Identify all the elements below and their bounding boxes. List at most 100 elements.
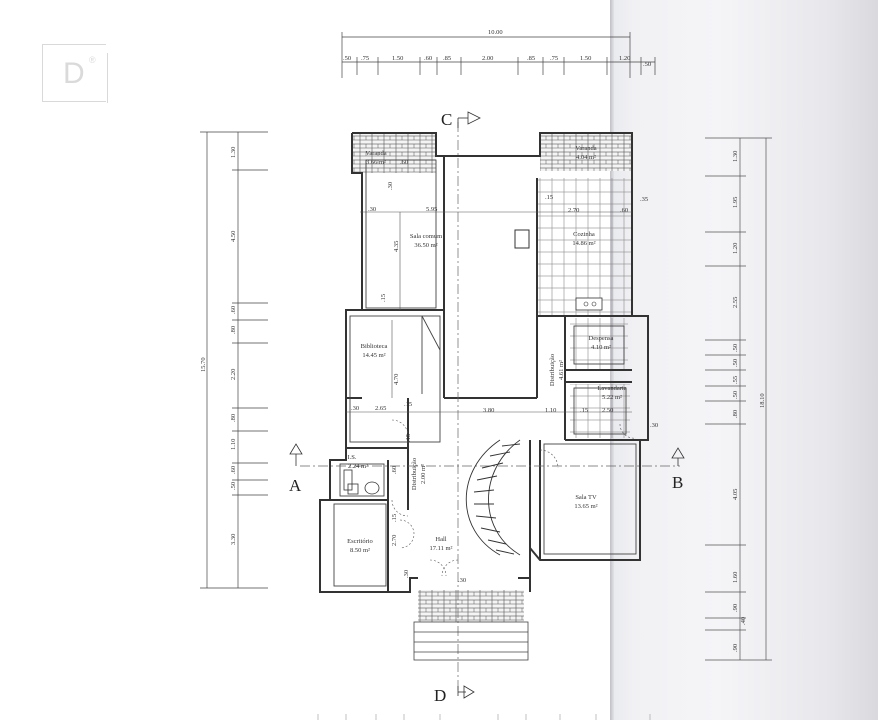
top-dim-5: .85 — [443, 55, 451, 62]
inner-dim-19: .30 — [387, 182, 394, 190]
top-dim-8: .75 — [550, 55, 558, 62]
room-name-lavandaria: Lavandaria — [597, 385, 626, 392]
right-dim-12: .90 — [732, 604, 739, 612]
room-area-escritorio: 8.50 m² — [350, 547, 370, 554]
inner-dim-8: .15 — [380, 294, 387, 302]
right-dim-5: .50 — [732, 344, 739, 352]
top-dim-7: .85 — [527, 55, 535, 62]
right-dim-8: .50 — [732, 391, 739, 399]
left-dim-9: .50 — [230, 482, 237, 490]
room-area-cozinha: 14.86 m² — [572, 240, 595, 247]
inner-dim-20: .60 — [391, 466, 398, 474]
right-total-dim: 18.10 — [759, 393, 766, 408]
entrance-porch-pavement — [418, 590, 524, 622]
room-name-escritorio: Escritório — [347, 538, 373, 545]
kitchen-tiles — [537, 178, 632, 316]
page-curl-shadow — [612, 0, 878, 720]
room-area-biblioteca: 14.45 m² — [362, 352, 385, 359]
spiral-staircase — [465, 439, 521, 556]
left-dim-7: 1.10 — [230, 439, 237, 450]
room-area-hall: 17.11 m² — [429, 545, 452, 552]
section-marker-a: A — [289, 443, 303, 495]
right-dim-2: 1.95 — [732, 197, 739, 208]
entrance-steps — [413, 621, 529, 661]
inner-dim-10: 2.65 — [375, 405, 386, 412]
right-balcony-pavement — [540, 133, 632, 171]
watermark-logo: D ® — [42, 44, 108, 103]
left-dim-10: 3.30 — [230, 534, 237, 545]
walls — [319, 132, 649, 593]
inner-dim-23: 2.70 — [391, 535, 398, 546]
room-name-is: I.S. — [347, 454, 356, 461]
inner-dim-12: 3.80 — [483, 407, 494, 414]
room-labels: Varanda 3.66 m² Varanda 4.04 m² Sala com… — [347, 145, 627, 554]
left-dim-1: 1.30 — [230, 147, 237, 158]
top-dimension-chain — [341, 32, 656, 78]
right-dims: 18.10 1.30 1.95 1.20 2.55 .50 .50 .55 .5… — [732, 151, 766, 652]
logo-registered-mark: ® — [89, 55, 96, 65]
inner-dim-9: .30 — [351, 405, 359, 412]
top-dim-11: .50 — [643, 61, 651, 68]
left-dim-8: .60 — [230, 466, 237, 474]
room-area-despensa: 4.10 m² — [591, 344, 611, 351]
section-marker-c: C — [441, 110, 481, 129]
right-dim-14: .90 — [732, 644, 739, 652]
inner-dim-1: .30 — [368, 206, 376, 213]
left-dim-3: .60 — [230, 306, 237, 314]
kitchen-sink — [575, 297, 603, 311]
inner-dim-7: 4.35 — [393, 241, 400, 252]
top-dim-2: .75 — [361, 55, 369, 62]
top-dim-4: .60 — [424, 55, 432, 62]
inner-dim-21: .15 — [391, 514, 398, 522]
inner-dim-14: .15 — [580, 407, 588, 414]
bottom-edge-ticks — [317, 714, 651, 720]
left-dim-6: .80 — [230, 414, 237, 422]
left-dimension-chain — [200, 131, 268, 589]
right-dimension-chain — [705, 137, 772, 661]
room-area-distribuicao-upper: 4.61 m² — [558, 360, 565, 380]
inner-dim-6: .35 — [640, 196, 648, 203]
right-dim-11: 1.60 — [732, 572, 739, 583]
room-name-sala-comum: Sala comum — [410, 233, 442, 240]
fireplace — [514, 229, 530, 249]
inner-dim-2: 5.95 — [426, 206, 437, 213]
left-total-dim: 15.70 — [200, 357, 207, 372]
right-dim-13: .40 — [740, 617, 747, 625]
section-c-label: C — [441, 110, 452, 129]
right-dim-10: 4.05 — [732, 489, 739, 500]
pantry-tiles — [570, 318, 628, 370]
room-name-sala-tv: Sala TV — [575, 494, 597, 501]
section-marker-d: D — [434, 685, 475, 705]
room-area-varanda-left: 3.66 m² — [366, 159, 386, 166]
wc-fixtures — [343, 469, 380, 495]
inner-dim-labels: .30 5.95 .15 2.70 .60 .35 4.35 .15 .30 2… — [351, 159, 658, 584]
left-dims: 15.70 1.30 4.50 .60 .80 2.20 .80 1.10 .6… — [200, 147, 237, 545]
room-area-distribuicao-lower: 2.00 m² — [420, 464, 427, 484]
left-dim-4: .80 — [230, 326, 237, 334]
inner-dim-13: 1.10 — [545, 407, 556, 414]
inner-dim-24: .30 — [403, 570, 410, 578]
room-name-distribuicao-upper: Distribuição — [549, 354, 556, 386]
top-total-dim: 10.00 — [488, 29, 503, 36]
room-area-lavandaria: 5.22 m² — [602, 394, 622, 401]
right-dim-1: 1.30 — [732, 151, 739, 162]
door-swings — [391, 419, 637, 577]
left-dim-5: 2.20 — [230, 369, 237, 380]
room-area-sala-tv: 13.65 m² — [574, 503, 597, 510]
section-b-label: B — [672, 473, 683, 492]
inner-dim-15: 2.50 — [602, 407, 613, 414]
room-name-hall: Hall — [435, 536, 446, 543]
inner-dim-16: .30 — [650, 422, 658, 429]
section-d-label: D — [434, 686, 446, 705]
inner-dim-17: 4.70 — [393, 374, 400, 385]
section-a-label: A — [289, 476, 302, 495]
inner-dim-22: .60 — [400, 159, 408, 166]
thin-walls — [333, 159, 637, 587]
top-dim-6: 2.00 — [482, 55, 493, 62]
top-segment-dims: .50 .75 1.50 .60 .85 2.00 .85 .75 1.50 1… — [343, 55, 651, 68]
top-dim-3: 1.50 — [392, 55, 403, 62]
room-name-despensa: Despensa — [589, 335, 614, 342]
laundry-tiles — [570, 384, 630, 438]
room-name-distribuicao-lower: Distribuição — [411, 458, 418, 490]
